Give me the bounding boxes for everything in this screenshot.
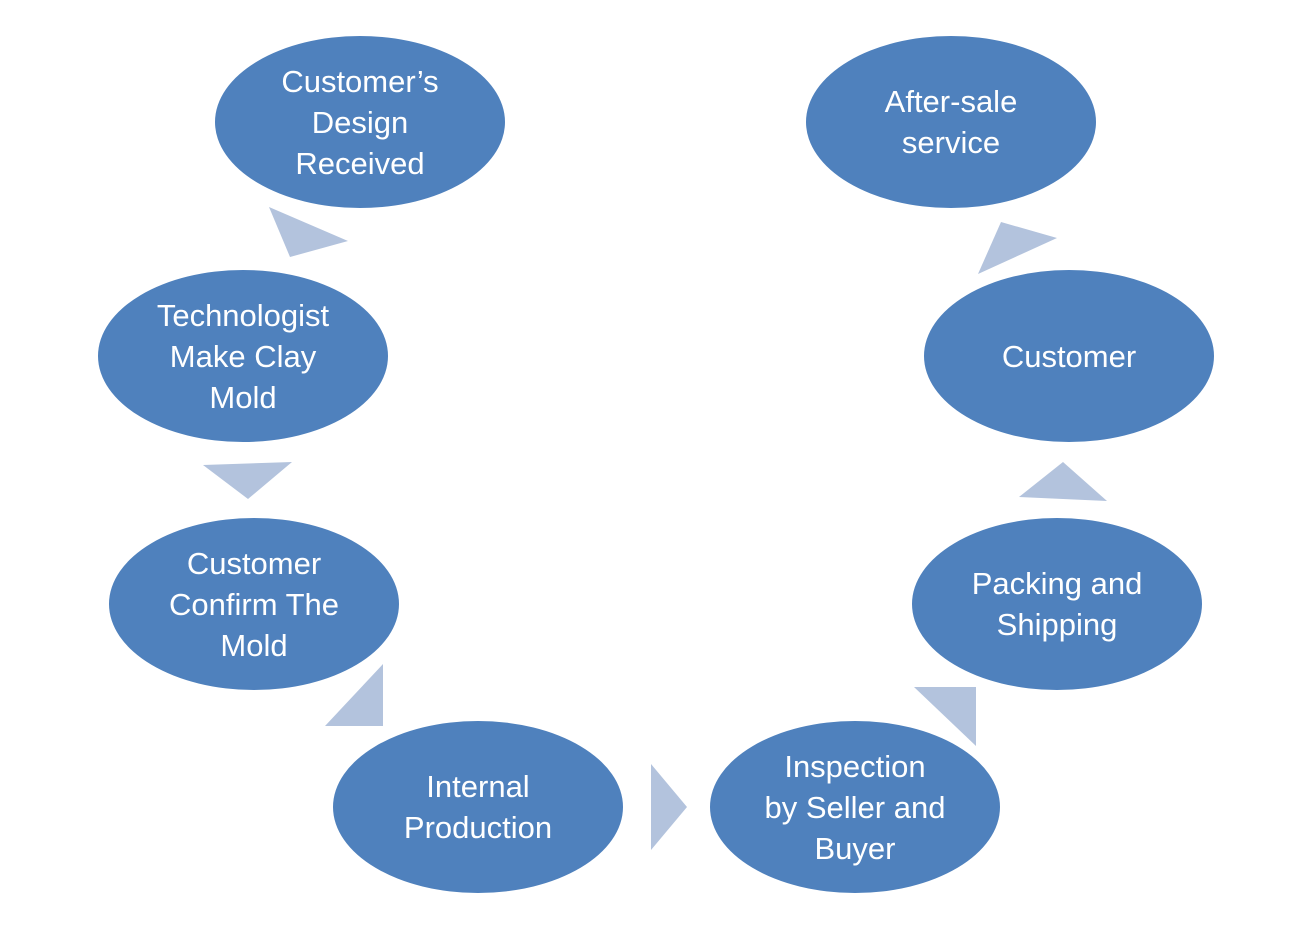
node-label: After-sale service [884, 84, 1018, 160]
node-customer-confirm-the-mold: Customer Confirm The Mold [107, 516, 401, 692]
arrow-clay-to-design-icon [269, 207, 348, 257]
node-packing-and-shipping: Packing and Shipping [910, 516, 1204, 692]
node-customers-design-received: Customer’s Design Received [213, 34, 507, 210]
arrow-customer-to-aftersale-icon [978, 222, 1057, 274]
node-after-sale-service: After-sale service [804, 34, 1098, 210]
node-internal-production: Internal Production [331, 719, 625, 895]
arrow-production-to-inspection-icon [651, 764, 687, 850]
arrow-design-to-confirm-icon [203, 462, 292, 499]
node-technologist-make-clay-mold: Technologist Make Clay Mold [96, 268, 390, 444]
arrow-inspection-to-packing-icon [914, 687, 976, 746]
node-customer: Customer [922, 268, 1216, 444]
arrow-packing-to-customer-icon [1019, 462, 1107, 501]
node-label: Packing and Shipping [971, 566, 1143, 642]
node-label: Technologist Make Clay Mold [156, 297, 330, 415]
arrow-confirm-to-production-icon [325, 664, 383, 726]
node-label: Customer [1001, 338, 1137, 374]
node-inspection-by-seller-and-buyer: Inspection by Seller and Buyer [708, 719, 1002, 895]
node-label: Customer Confirm The Mold [169, 545, 339, 663]
node-label: Internal Production [403, 769, 553, 845]
node-label: Inspection by Seller and Buyer [764, 748, 946, 866]
node-label: Customer’s Design Received [281, 63, 439, 181]
